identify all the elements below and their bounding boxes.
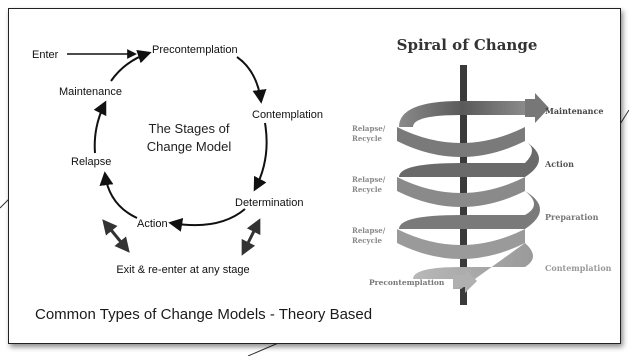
ribbon-band-2	[397, 177, 525, 207]
ribbon-loop-3	[399, 191, 540, 229]
spiral-stage-contemplation: Contemplation	[545, 263, 612, 273]
enter-label: Enter	[32, 49, 59, 61]
stage-maintenance: Maintenance	[59, 86, 122, 98]
entry-arrowhead	[453, 269, 477, 293]
spiral-stage-precontemplation: Precontemplation	[369, 278, 445, 287]
relapse-label-3-line2: Recycle	[352, 236, 383, 245]
stage-relapse: Relapse	[71, 156, 111, 168]
ribbon-band-1	[397, 127, 525, 157]
exit-arrow-left	[102, 219, 130, 253]
spiral-spine	[460, 65, 467, 305]
relapse-label-1-line2: Recycle	[352, 134, 383, 143]
arrow-contemplation-to-determination	[253, 122, 268, 192]
ribbon-loop-top	[399, 101, 525, 127]
stage-action: Action	[137, 218, 168, 230]
relapse-label-3-line1: Relapse/	[352, 226, 386, 235]
stage-contemplation: Contemplation	[252, 109, 323, 121]
slide-frame: Enter Precontemplation Contemplation Det…	[8, 8, 621, 344]
center-title-line2: Change Model	[147, 139, 232, 154]
arrow-determination-to-action	[168, 208, 246, 232]
relapse-label-1-line1: Relapse/	[352, 124, 386, 133]
arrow-pre-to-contemplation	[236, 56, 267, 104]
spiral-title: Spiral of Change	[397, 36, 538, 54]
slide-caption: Common Types of Change Models - Theory B…	[35, 306, 373, 323]
spiral-stage-maintenance: Maintenance	[545, 106, 603, 116]
stages-of-change-diagram: Enter Precontemplation Contemplation Det…	[32, 44, 323, 276]
arrow-action-to-relapse	[99, 171, 138, 219]
ribbon-band-3	[397, 229, 525, 259]
arrow-maintenance-to-precontemplation	[110, 49, 152, 82]
maintenance-arrowhead	[525, 93, 549, 123]
ribbon-loop-bottom	[413, 243, 533, 289]
exit-label: Exit & re-enter at any stage	[116, 264, 249, 276]
stage-determination: Determination	[235, 197, 303, 209]
spiral-of-change-diagram: Spiral of Change Maintenance Action Prep…	[352, 36, 612, 305]
spiral-stage-action: Action	[544, 159, 574, 169]
exit-arrow-right	[241, 218, 261, 256]
center-title-line1: The Stages of	[149, 121, 230, 136]
relapse-label-2-line1: Relapse/	[352, 175, 386, 184]
relapse-label-2-line2: Recycle	[352, 185, 383, 194]
spiral-stage-preparation: Preparation	[545, 212, 599, 222]
arrow-relapse-to-maintenance	[93, 100, 107, 154]
stage-precontemplation: Precontemplation	[152, 44, 238, 56]
ribbon-loop-2	[399, 141, 539, 177]
